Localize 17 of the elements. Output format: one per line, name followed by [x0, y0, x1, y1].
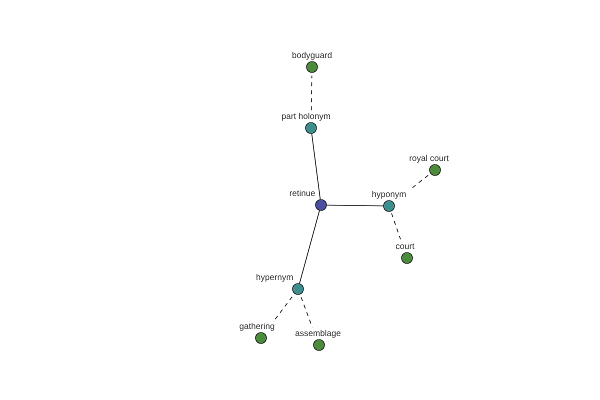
node-label: gathering	[240, 322, 274, 331]
dashed-link-line	[310, 75, 312, 111]
node-label: retinue	[290, 190, 315, 196]
link-line	[311, 133, 321, 200]
node-label: assemblage	[295, 330, 341, 338]
node-label: bodyguard	[292, 52, 332, 60]
node-label: hyponym	[372, 190, 406, 199]
dashed-link-line	[300, 296, 313, 328]
node-label: part holonym	[282, 112, 330, 121]
dashed-link-line	[274, 296, 292, 320]
link-line	[326, 204, 384, 206]
node-label: court	[396, 244, 414, 250]
dashed-link-line	[412, 174, 430, 188]
node-label: hypernym	[256, 274, 293, 282]
node-label: royal court	[410, 154, 449, 163]
dashed-link-line	[391, 212, 401, 240]
link-line	[299, 210, 320, 284]
